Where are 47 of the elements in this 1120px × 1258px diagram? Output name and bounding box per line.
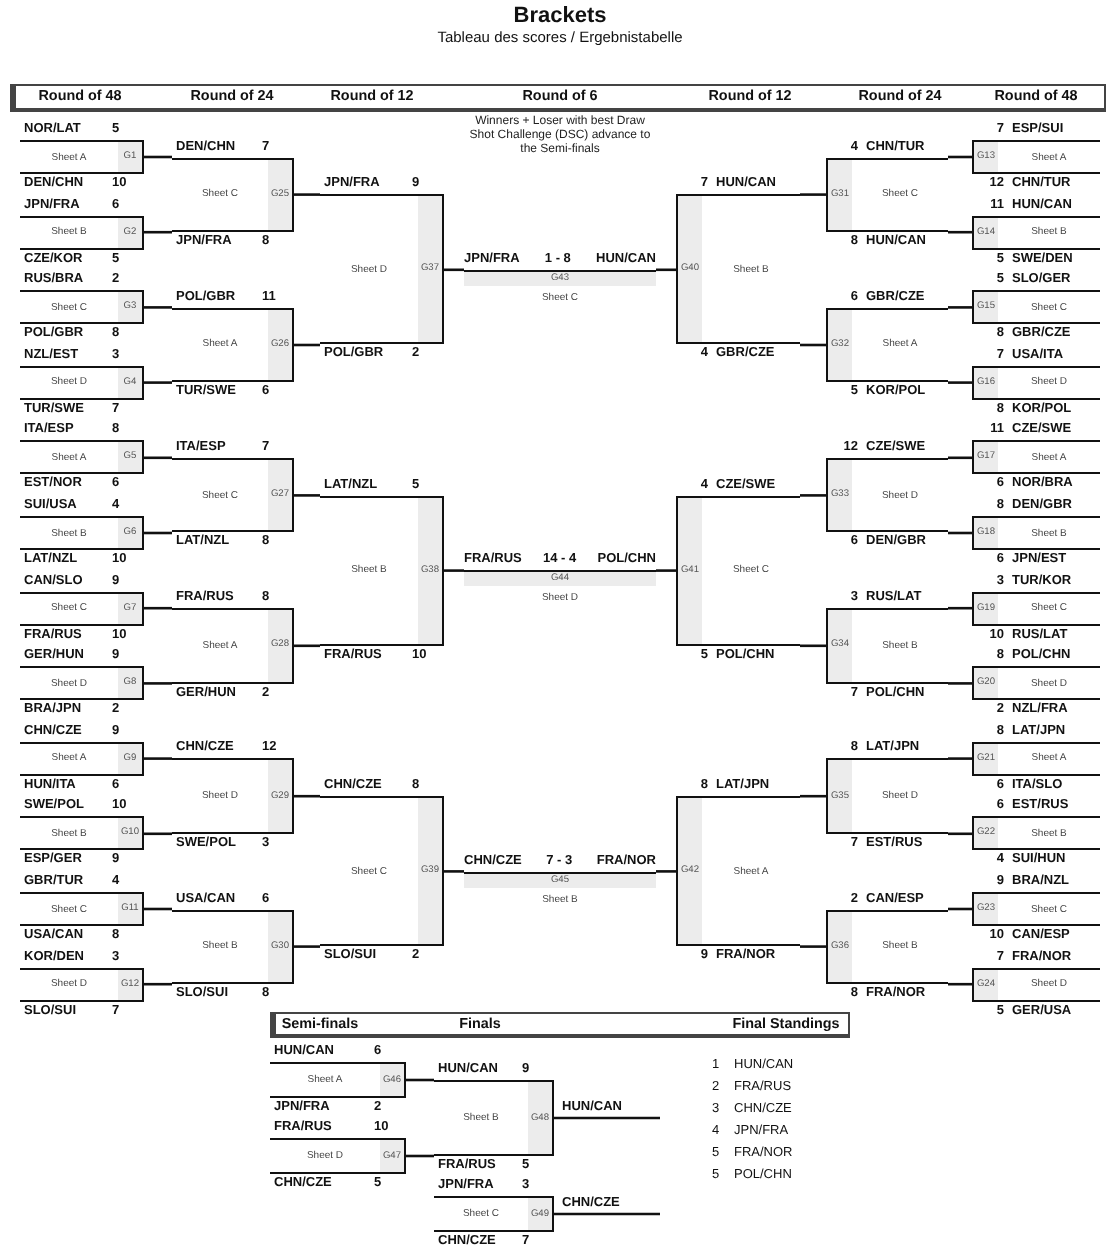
connector-line (144, 456, 172, 460)
connector-line (144, 230, 172, 234)
connector-line (294, 193, 320, 196)
connector-line (294, 794, 320, 798)
connector-line (800, 794, 826, 798)
connector-line (554, 1212, 660, 1216)
connector-line (406, 1154, 434, 1158)
connector-line (800, 193, 826, 196)
connector-line (144, 832, 172, 836)
connector-line (800, 644, 826, 648)
connector-line (144, 606, 172, 610)
connector-line (948, 155, 972, 159)
connector-line (948, 381, 972, 384)
connector-line (800, 494, 826, 497)
connector-line (294, 494, 320, 497)
connector-line (144, 757, 172, 760)
connector-line (948, 456, 972, 460)
connector-line (144, 381, 172, 384)
connector-line (144, 982, 172, 986)
connector-line (294, 343, 320, 347)
connector-line (444, 569, 464, 572)
connector-line (800, 343, 826, 347)
connector-line (948, 306, 972, 309)
connector-line (948, 531, 972, 535)
connector-line (294, 644, 320, 648)
connector-line (144, 907, 172, 911)
connector-line (656, 870, 676, 873)
connector-line (948, 230, 972, 234)
connector-line (144, 155, 172, 159)
connector-line (948, 606, 972, 610)
connector-line (144, 531, 172, 535)
connector-line (948, 832, 972, 836)
connector-line (948, 907, 972, 911)
connector-line (144, 682, 172, 685)
connector-line (948, 982, 972, 986)
connector-line (800, 945, 826, 948)
connector-line (444, 268, 464, 272)
connector-line (948, 757, 972, 760)
connector-line (948, 682, 972, 685)
connector-line (406, 1078, 434, 1082)
connector-line (444, 870, 464, 873)
connector-line (144, 306, 172, 309)
connector-line (656, 268, 676, 272)
title: Brackets (513, 4, 607, 28)
connector-line (294, 945, 320, 948)
connector-line (656, 569, 676, 572)
connector-line (554, 1116, 660, 1120)
